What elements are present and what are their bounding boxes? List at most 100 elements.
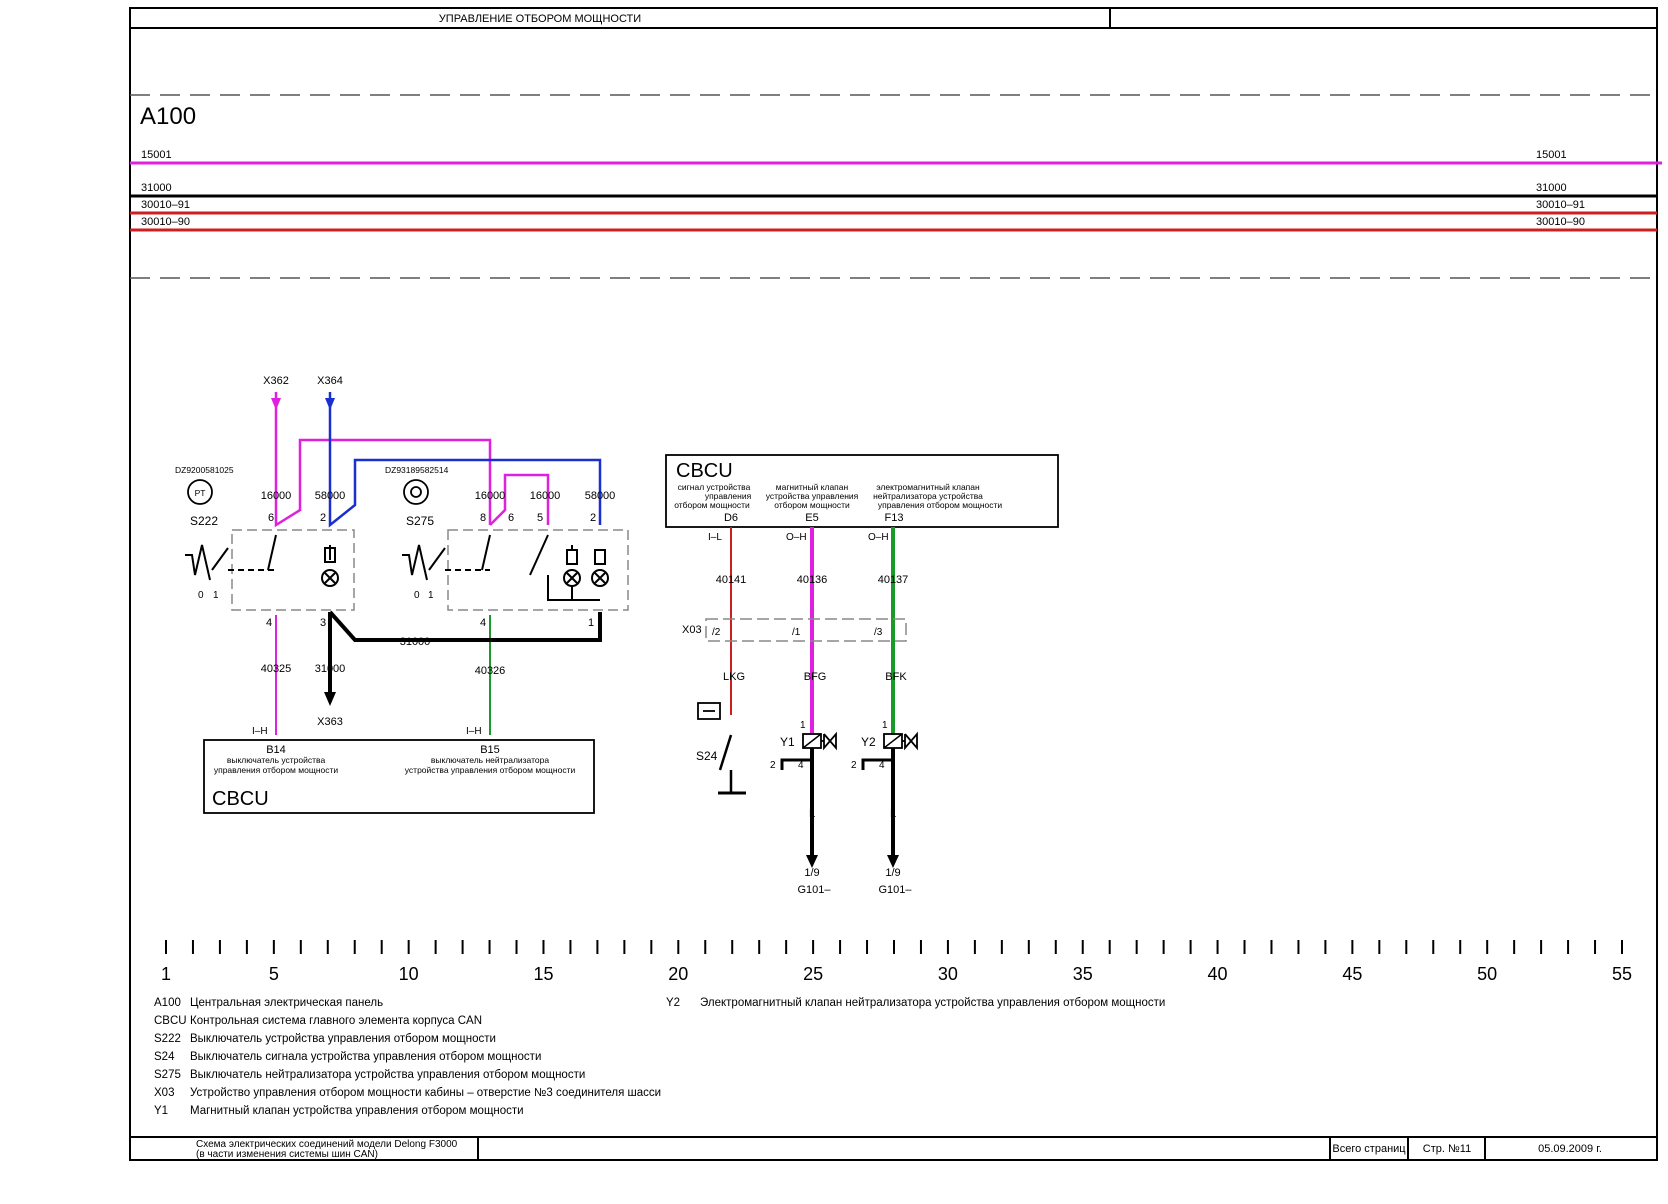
legend-text: Выключатель нейтрализатора устройства уп… [190, 1069, 585, 1081]
pin-description: устройства управления отбором мощности [405, 765, 576, 775]
bus-label-left: 30010–91 [141, 199, 190, 211]
pin-label: 2 [851, 760, 857, 771]
svg-text:PT: PT [195, 488, 206, 498]
legend-text: Выключатель устройства управления отборо… [190, 1033, 496, 1045]
legend-left: A100 Центральная электрическая панель CB… [154, 997, 661, 1117]
pin-label: 3 [320, 617, 326, 629]
page-title: УПРАВЛЕНИЕ ОТБОРОМ МОЩНОСТИ [439, 13, 641, 25]
legend-code: S222 [154, 1033, 181, 1045]
pin-label: B14 [266, 744, 286, 756]
wire-label: 58000 [315, 490, 346, 502]
switch-name: S24 [696, 749, 718, 763]
part-number: DZ93189582514 [385, 465, 449, 475]
ruler-ticks [165, 940, 1623, 954]
wire-label: L [809, 808, 815, 820]
sheet-frame [129, 7, 1658, 1161]
connector-x03: X03 /2 /1 /3 [682, 618, 907, 642]
connector-label: X03 [682, 624, 702, 636]
pin-description: сигнал устройства [678, 482, 751, 492]
ground-label: G101– [878, 884, 912, 896]
pin-description: выключатель устройства [227, 755, 326, 765]
connector-pin: /2 [712, 627, 721, 638]
module-title: CBCU [676, 460, 733, 482]
neutralizer-switch-icon [403, 479, 429, 505]
pin-label: 4 [480, 617, 486, 629]
pin-description: магнитный клапан [776, 482, 849, 492]
valve-icon [821, 731, 837, 751]
ground-pin: 1/9 [804, 867, 819, 879]
connector-label: X364 [317, 375, 343, 387]
pin-label: F13 [885, 512, 904, 524]
arrow-down-icon [887, 855, 899, 868]
wire-16000-loop [489, 473, 550, 526]
pin-description: устройства управления [766, 491, 859, 501]
legend-code: S24 [154, 1051, 175, 1063]
wire-label: 16000 [530, 490, 561, 502]
pin-label: 4 [266, 617, 272, 629]
pin-description: отбором мощности [774, 500, 850, 510]
bus-label-left: 15001 [141, 149, 172, 161]
bus-label-right: 15001 [1536, 149, 1567, 161]
panel-boundary [130, 94, 1657, 279]
ruler-label: 55 [1612, 964, 1632, 984]
valve-name: Y1 [780, 735, 795, 749]
arrow-down-icon [271, 392, 281, 410]
pin-description: электромагнитный клапан [876, 482, 980, 492]
switch-name: S275 [406, 514, 434, 528]
cbcu-module-top: CBCU сигнал устройства управления отборо… [665, 454, 1059, 528]
pin-description: управления отбором мощности [878, 500, 1003, 510]
pin-label: 1 [588, 617, 594, 629]
pin-type-label: O–H [786, 532, 807, 543]
switch-name: S222 [190, 514, 218, 528]
ruler-label: 20 [668, 964, 688, 984]
pin-type-label: I–H [466, 726, 482, 737]
pin-label: D6 [724, 512, 738, 524]
switch-s275: DZ93189582514 S275 16000 16000 58000 8 6… [385, 465, 629, 677]
signal-switch-icon [697, 702, 721, 720]
ground-wire-31000 [328, 610, 602, 642]
pin-description: управления отбором мощности [214, 765, 339, 775]
wire-label: 16000 [475, 490, 506, 502]
legend-code: Y2 [666, 997, 680, 1009]
ruler-label: 1 [161, 964, 171, 984]
ruler-label: 25 [803, 964, 823, 984]
wire-label: 40137 [878, 574, 909, 586]
ruler-label: 40 [1208, 964, 1228, 984]
panel-label: A100 [140, 103, 196, 130]
wire-color-label: LKG [723, 671, 745, 683]
bus-lines: 15001 15001 31000 31000 30010–91 30010–9… [130, 149, 1662, 232]
connector-pin: /3 [874, 627, 883, 638]
ruler-label: 45 [1342, 964, 1362, 984]
legend-code: X03 [154, 1087, 174, 1099]
legend-text: Магнитный клапан устройства управления о… [190, 1105, 524, 1117]
pin-label: 5 [537, 512, 543, 524]
pin-label: 1 [882, 720, 888, 731]
wire-label: 40326 [475, 665, 506, 677]
legend-code: Y1 [154, 1105, 168, 1117]
document-subtitle: (в части изменения системы шин CAN) [196, 1149, 378, 1160]
ruler-label: 50 [1477, 964, 1497, 984]
pin-description: нейтрализатора устройства [873, 491, 983, 501]
wire-label: 40136 [797, 574, 828, 586]
valve-icon [902, 731, 918, 751]
pin-label: 2 [770, 760, 776, 771]
pin-description: управления [705, 491, 752, 501]
legend-code: A100 [154, 997, 181, 1009]
pin-label: 2 [590, 512, 596, 524]
position-label: 1 [428, 590, 434, 601]
legend-code: CBCU [154, 1015, 187, 1027]
pin-label: 6 [508, 512, 514, 524]
legend-text: Устройство управления отбором мощности к… [190, 1087, 661, 1099]
connector-label: X363 [317, 716, 343, 728]
ruler-label: 30 [938, 964, 958, 984]
switch-s24: S24 [696, 702, 746, 795]
document-title: Схема электрических соединений модели De… [196, 1139, 458, 1150]
arrow-down-icon [806, 855, 818, 868]
wire-label: L [890, 808, 896, 820]
wire-label: 31000 [315, 663, 346, 675]
pin-label: 6 [268, 512, 274, 524]
position-label: 1 [213, 590, 219, 601]
arrow-down-icon [325, 392, 335, 410]
